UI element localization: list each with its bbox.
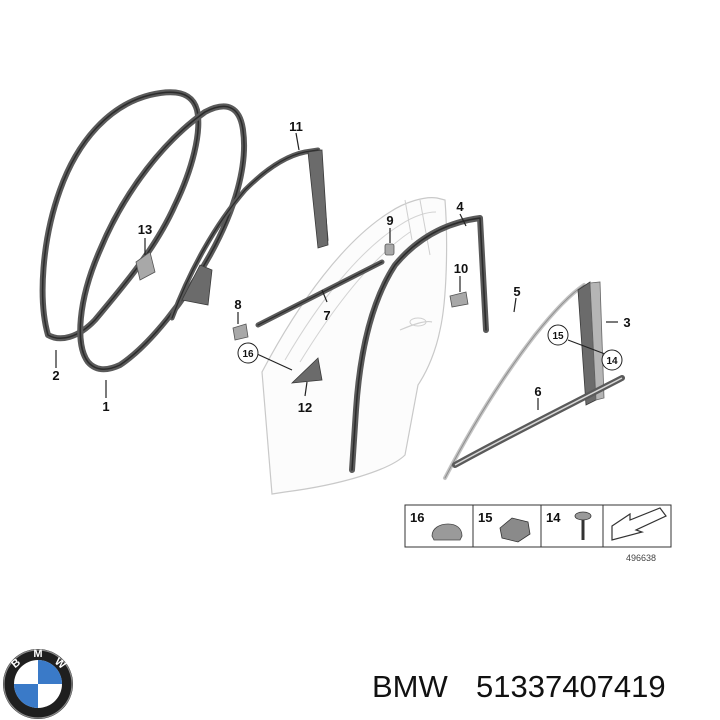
- leader-lines: [55, 132, 618, 410]
- legend-label-16: 16: [410, 510, 424, 525]
- callout-16-circle: 16: [237, 342, 259, 364]
- legend-label-15: 15: [478, 510, 492, 525]
- callout-13: 13: [138, 222, 152, 237]
- diagram-code: 496638: [626, 553, 656, 563]
- callout-15-circle: 15: [547, 324, 569, 346]
- callout-6: 6: [534, 384, 541, 399]
- door-seal-inner: [77, 103, 248, 373]
- legend-label-14: 14: [546, 510, 561, 525]
- callout-1: 1: [102, 399, 109, 414]
- window-shaft-strip: [452, 375, 625, 468]
- thin-seal-strip: [443, 283, 586, 480]
- part-number: 51337407419: [476, 669, 666, 704]
- waist-belt-strip: [255, 259, 385, 328]
- fastener-legend: 16 15 14 496638: [404, 504, 672, 563]
- mirror-triangle-cover: [290, 357, 323, 384]
- callout-14: 14: [606, 356, 618, 367]
- callout-3: 3: [623, 315, 630, 330]
- callout-11: 11: [289, 119, 303, 134]
- callout-16: 16: [242, 349, 254, 360]
- window-frame-trim: [169, 147, 329, 321]
- part-8-clip: [232, 323, 249, 341]
- callouts: 11 13 9 4 10 8 7 5 3 6 12 2 1 15 14 16: [52, 119, 630, 415]
- b-pillar-trim: [577, 281, 605, 406]
- callout-8: 8: [234, 297, 241, 312]
- door-frame-seal: [349, 215, 489, 473]
- callout-5: 5: [513, 284, 520, 299]
- callout-2: 2: [52, 368, 59, 383]
- part-9-clip: [384, 243, 395, 256]
- part-10-clip: [449, 291, 469, 308]
- callout-9: 9: [386, 213, 393, 228]
- part-caption: BMW 51337407419: [372, 669, 666, 704]
- bmw-logo: B M W: [3, 648, 73, 719]
- logo-letter-m: M: [33, 648, 42, 660]
- clip-16-icon: [431, 523, 463, 541]
- callout-7: 7: [323, 308, 330, 323]
- arrow-strip-icon: [611, 507, 667, 541]
- brand-name: BMW: [372, 669, 449, 704]
- callout-12: 12: [298, 400, 312, 415]
- nut-15-icon: [499, 517, 531, 543]
- screw-14-icon: [574, 511, 592, 540]
- callout-4: 4: [456, 199, 464, 214]
- callout-15: 15: [552, 331, 564, 342]
- callout-14-circle: 14: [601, 349, 623, 371]
- part-13-clip: [135, 251, 156, 281]
- callout-10: 10: [454, 261, 468, 276]
- door-seal-outer: [39, 89, 202, 342]
- door-panel: [261, 197, 448, 495]
